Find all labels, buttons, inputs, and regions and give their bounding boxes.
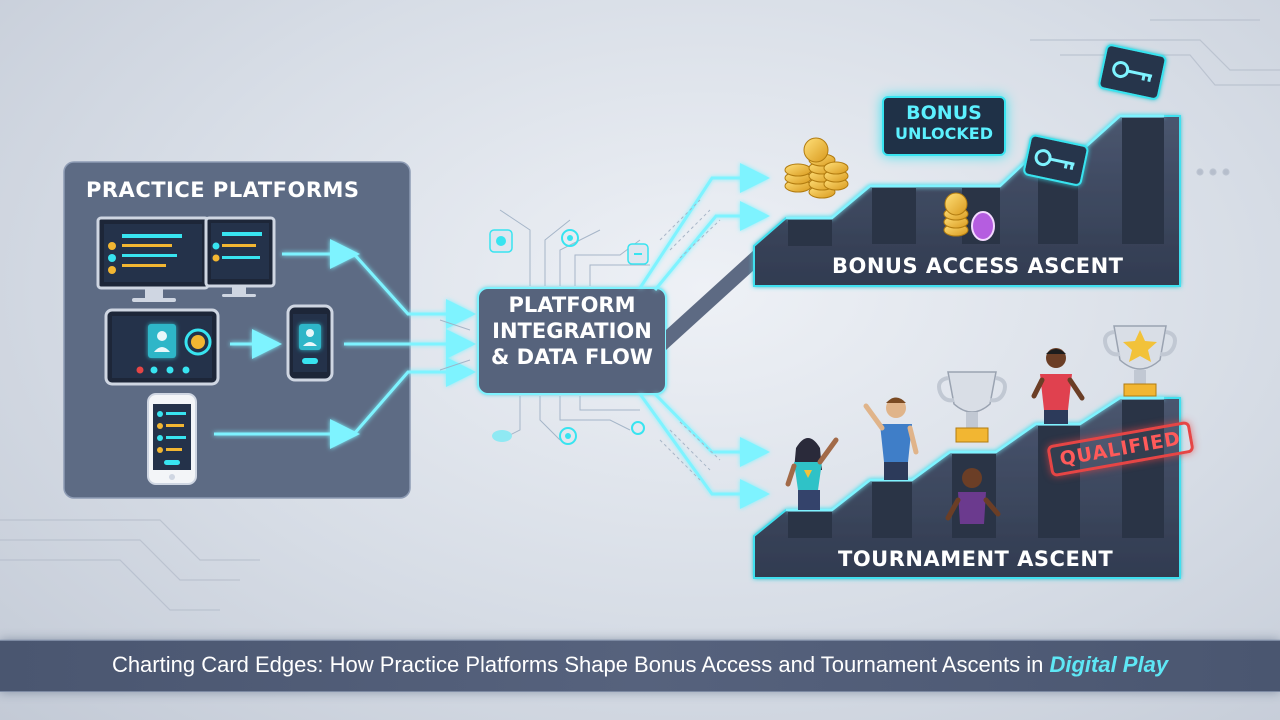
data-flow-circuitry [439, 209, 650, 441]
smartphone-icon [286, 304, 334, 382]
bonus-access-title: BONUS ACCESS ASCENT [832, 254, 1124, 278]
player-man-raising-arm-icon [863, 397, 919, 480]
player-man-celebrating-icon [1031, 348, 1085, 424]
smartphone-lower-icon [147, 393, 197, 485]
hub-node-icons [489, 229, 649, 445]
outflow-arrows [638, 163, 770, 509]
practice-platforms-title: PRACTICE PLATFORMS [86, 178, 360, 202]
player-woman-cheering-icon [785, 437, 839, 510]
bonus-unlocked-badge: BONUS UNLOCKED [882, 96, 1006, 156]
hub-label-line1: PLATFORM [508, 293, 636, 317]
hub-label: PLATFORM INTEGRATION & DATA FLOW [479, 292, 665, 370]
caption: Charting Card Edges: How Practice Platfo… [0, 652, 1280, 678]
inflow-arrows [344, 252, 476, 435]
bonus-badge-line2: UNLOCKED [895, 124, 993, 143]
key-card-icon [1023, 134, 1089, 186]
desktop-monitor-icon [96, 216, 210, 302]
hub-label-line2: INTEGRATION [492, 319, 652, 343]
tournament-ascent-title: TOURNAMENT ASCENT [838, 547, 1114, 571]
bonus-badge-line1: BONUS [906, 102, 982, 124]
gold-coins-stack-icon [784, 137, 849, 199]
caption-bar [0, 640, 1280, 692]
player-man-seated-icon [945, 468, 1001, 524]
caption-accent: Digital Play [1049, 652, 1169, 677]
hub-bonus-connector [666, 250, 754, 350]
hub-label-line3: & DATA FLOW [491, 345, 653, 369]
desktop-monitor-secondary-icon [204, 216, 276, 297]
coin-and-chip-icon [943, 192, 995, 241]
silver-trophy-icon [937, 371, 1007, 443]
tablet-icon [104, 308, 220, 386]
practice-panel-arrows [214, 239, 360, 449]
caption-text: Charting Card Edges: How Practice Platfo… [111, 652, 1050, 677]
star-trophy-icon [1103, 325, 1177, 397]
key-card-top-icon [1098, 44, 1167, 100]
